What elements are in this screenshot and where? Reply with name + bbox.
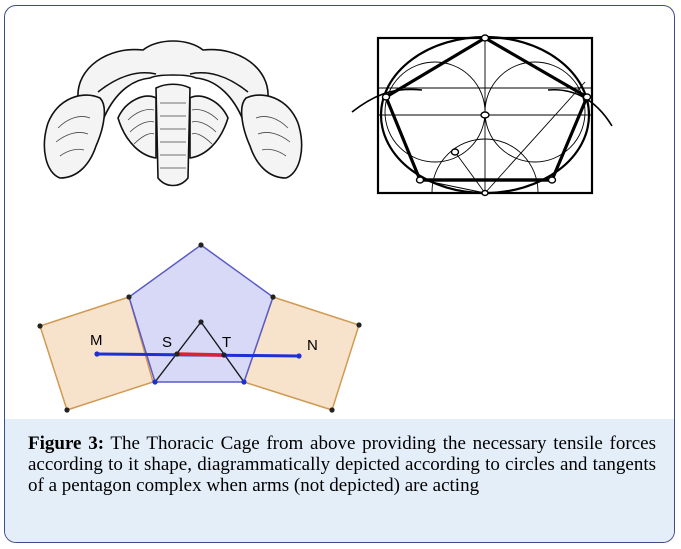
- label-m: M: [90, 332, 103, 349]
- caption-box: [5, 419, 674, 542]
- figure-label: Figure 3:: [28, 433, 105, 454]
- segment-s-t: [176, 352, 225, 357]
- figure-caption-text: The Thoracic Cage from above providing t…: [28, 433, 656, 496]
- pentagon-force-diagram: M S T N: [37, 242, 362, 413]
- label-n: N: [307, 337, 318, 354]
- thoracic-cage-illustration: [43, 40, 303, 187]
- pentagon-construction-diagram: [351, 34, 613, 197]
- label-t: T: [222, 334, 231, 351]
- label-s: S: [162, 334, 172, 351]
- pentagon-shape: [128, 244, 274, 383]
- figure-caption: Figure 3: The Thoracic Cage from above p…: [28, 433, 656, 496]
